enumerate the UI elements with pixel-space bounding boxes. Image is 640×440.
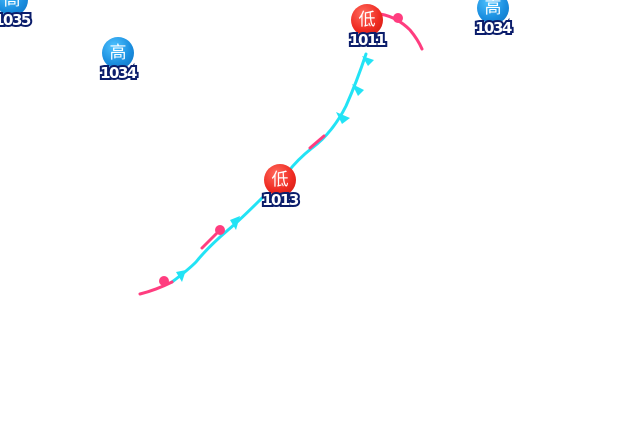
cold-front-triangle xyxy=(336,112,350,124)
warm-front-line-short[interactable] xyxy=(200,232,218,250)
cold-front-triangle xyxy=(352,84,364,96)
high-pressure-icon: 高 xyxy=(0,0,28,16)
cold-front-line[interactable] xyxy=(170,196,264,284)
low-pressure-center[interactable]: 低 1011 xyxy=(343,4,391,56)
high-pressure-center[interactable]: 高 1035 xyxy=(0,0,36,36)
pressure-value: 1013 xyxy=(260,189,301,211)
warm-front-line[interactable] xyxy=(378,12,424,51)
warm-front-semicircle xyxy=(393,13,403,23)
pressure-value: 1034 xyxy=(98,62,139,84)
cold-front-lower xyxy=(170,196,264,284)
cold-front-triangle xyxy=(176,270,186,282)
pressure-value: 1034 xyxy=(473,17,514,39)
warm-front-northeast xyxy=(378,12,424,51)
pressure-value: 1011 xyxy=(347,29,388,51)
high-pressure-center[interactable]: 高 1034 xyxy=(94,37,142,89)
cold-front-triangle xyxy=(362,56,374,66)
cold-front-line[interactable] xyxy=(286,52,368,174)
low-pressure-icon: 低 xyxy=(351,4,383,36)
high-pressure-center[interactable]: 高 1034 xyxy=(469,0,517,44)
low-pressure-center[interactable]: 低 1013 xyxy=(256,164,304,216)
pressure-value: 1035 xyxy=(0,9,33,31)
warm-front-line[interactable] xyxy=(138,280,174,296)
low-pressure-icon: 低 xyxy=(264,164,296,196)
warm-front-line-short[interactable] xyxy=(308,134,326,150)
cold-front-upper xyxy=(286,52,374,174)
warm-front-tail xyxy=(138,276,174,296)
high-pressure-icon: 高 xyxy=(102,37,134,69)
cold-front-triangle xyxy=(230,216,240,230)
warm-front-semicircle xyxy=(215,225,225,235)
warm-front-semicircle xyxy=(159,276,169,286)
